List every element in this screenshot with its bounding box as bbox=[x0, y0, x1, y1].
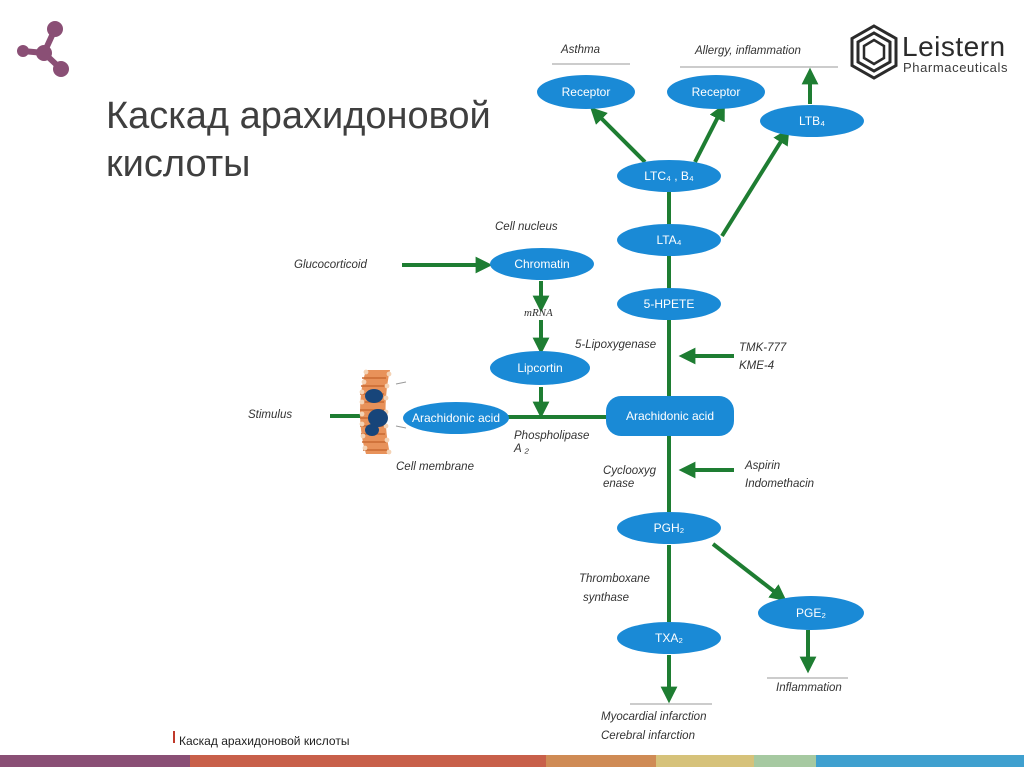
label-cell-nucleus: Cell nucleus bbox=[495, 221, 558, 233]
label-indomethacin: Indomethacin bbox=[745, 478, 815, 490]
label-mrna: mRNA bbox=[524, 307, 553, 319]
label-inflammation: Inflammation bbox=[776, 682, 842, 694]
node-pgh2: PGH₂ bbox=[617, 512, 721, 544]
label-cerebral: Cerebral infarction bbox=[601, 730, 695, 742]
node-ltc4: LTC₄ , B₄ bbox=[617, 160, 721, 192]
node-lipcortin: Lipcortin bbox=[490, 351, 590, 385]
label-aspirin: Aspirin bbox=[745, 460, 781, 472]
node-arachidonic-main: Arachidonic acid bbox=[606, 396, 734, 436]
logo-name: Leistern bbox=[902, 31, 1006, 62]
label-kme-4: KME-4 bbox=[739, 360, 775, 372]
footer-bar-segment bbox=[754, 755, 816, 767]
footer-bar-segment bbox=[656, 755, 754, 767]
footer-bar-segment bbox=[546, 755, 656, 767]
label-thromboxane: Thromboxane bbox=[579, 573, 650, 585]
footer-bar-segment bbox=[190, 755, 546, 767]
arrow-to-ltb4 bbox=[720, 127, 790, 238]
node-ltb4: LTB₄ bbox=[760, 105, 864, 137]
page-title-line1: Каскад арахидоновой bbox=[106, 95, 491, 137]
label-asthma: Asthma bbox=[561, 44, 600, 56]
label-cell-membrane: Cell membrane bbox=[396, 461, 474, 473]
page-title: Каскад арахидоновой кислоты bbox=[106, 92, 491, 188]
node-receptor-allergy: Receptor bbox=[667, 75, 765, 109]
node-arachidonic-membrane: Arachidonic acid bbox=[403, 402, 509, 434]
footer-title: Каскад арахидоновой кислоты bbox=[179, 734, 350, 748]
footer-bar-segment bbox=[0, 755, 190, 767]
label-myocardial: Myocardial infarction bbox=[601, 711, 707, 723]
footer-marker bbox=[173, 731, 175, 743]
page-title-line2: кислоты bbox=[106, 143, 251, 185]
label-cyclooxygenase-1: Cyclooxyg bbox=[603, 465, 657, 477]
label-phospholipase-a2: A ₂ bbox=[514, 443, 529, 455]
label-glucocorticoid: Glucocorticoid bbox=[294, 259, 367, 271]
label-5-lipoxygenase: 5-Lipoxygenase bbox=[575, 339, 657, 351]
molecule-icon bbox=[17, 21, 69, 77]
footer-bar-segment bbox=[816, 755, 1024, 767]
node-txa2: TXA₂ bbox=[617, 622, 721, 654]
cell-membrane-image bbox=[359, 369, 407, 455]
label-allergy: Allergy, inflammation bbox=[695, 45, 801, 57]
label-tmk-777: TMK-777 bbox=[739, 342, 787, 354]
arrow-to-pge2 bbox=[711, 542, 787, 602]
label-stimulus: Stimulus bbox=[248, 409, 293, 421]
node-chromatin: Chromatin bbox=[490, 248, 594, 280]
label-cyclooxygenase-2: enase bbox=[603, 478, 635, 490]
label-synthase: synthase bbox=[583, 592, 630, 604]
arrow-to-receptor-asthma bbox=[590, 107, 647, 164]
logo-hexagon-icon bbox=[850, 24, 898, 80]
label-phospholipase: Phospholipase bbox=[514, 430, 590, 442]
node-5-hpete: 5-HPETE bbox=[617, 288, 721, 320]
node-pge2: PGE₂ bbox=[758, 596, 864, 630]
arrow-to-receptor-allergy bbox=[693, 103, 725, 163]
logo-subtitle: Pharmaceuticals bbox=[903, 60, 1009, 75]
node-lta4: LTA₄ bbox=[617, 224, 721, 256]
node-receptor-asthma: Receptor bbox=[537, 75, 635, 109]
